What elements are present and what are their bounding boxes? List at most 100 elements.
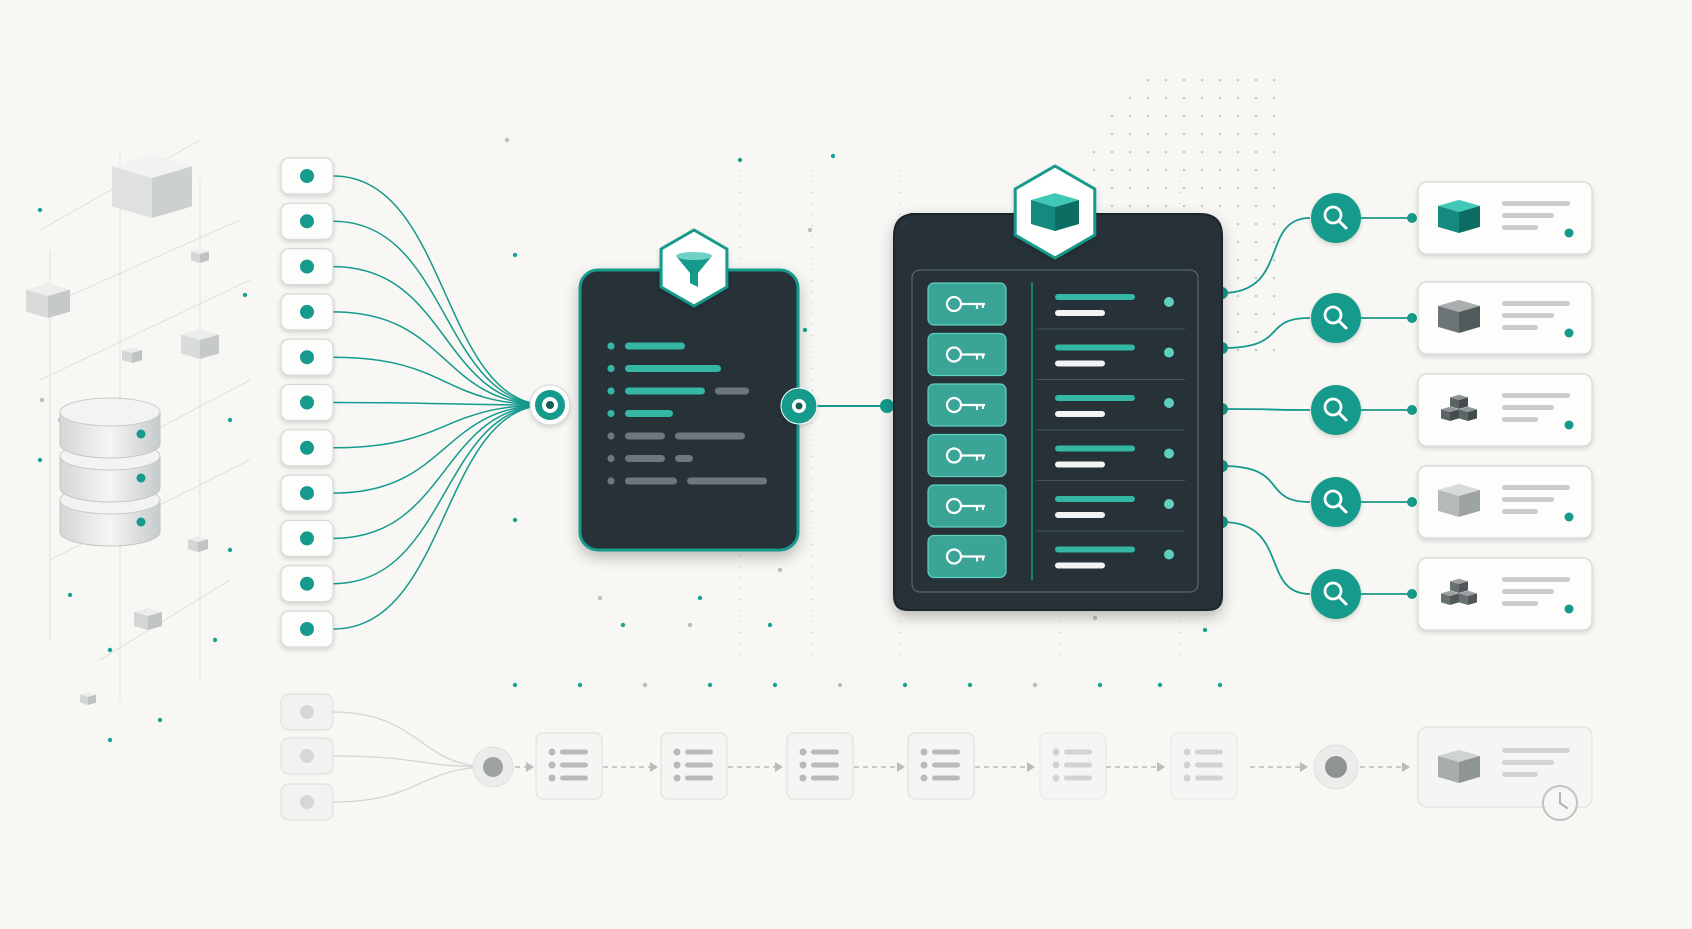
index-value-bar <box>1055 562 1105 569</box>
filter-row <box>607 432 745 440</box>
connector-node <box>880 399 894 413</box>
connector-node <box>1407 405 1417 415</box>
grid-dot <box>1236 348 1240 352</box>
grid-dot <box>1182 150 1186 154</box>
grid-dot <box>1164 168 1168 172</box>
grid-dot <box>1254 96 1258 100</box>
index-row <box>927 433 1185 481</box>
index-status-dot <box>1164 398 1174 408</box>
filter-row-bullet <box>607 432 615 440</box>
grid-dot <box>1236 276 1240 280</box>
grid-dot <box>1182 78 1186 82</box>
scatter-dot <box>107 737 113 743</box>
grid-dot <box>1218 204 1222 208</box>
grid-dot <box>1272 312 1276 316</box>
result-text-bar <box>1502 601 1538 606</box>
grid-dot <box>1218 96 1222 100</box>
filter-row <box>607 364 721 373</box>
ghost-input-dot <box>300 795 314 809</box>
scatter-dot <box>902 682 908 688</box>
filter-row-bullet <box>607 387 615 395</box>
filter-row-bullet <box>607 409 615 418</box>
index-value-bar <box>1055 546 1135 553</box>
input-dot <box>300 576 314 591</box>
input-connector <box>332 265 549 406</box>
result-text-bar <box>1502 509 1538 514</box>
grid-dot <box>1236 150 1240 154</box>
ghost-arrow-head <box>1027 762 1035 772</box>
scatter-dot <box>1092 615 1098 621</box>
ghost-list-card <box>907 732 975 800</box>
connector-node <box>1407 497 1417 507</box>
grid-dot <box>1200 96 1204 100</box>
scatter-dot <box>512 252 518 258</box>
grid-dot <box>1110 186 1114 190</box>
ghost-arrow-head <box>650 762 658 772</box>
scatter-dot <box>1097 682 1103 688</box>
filter-row-bullet <box>607 342 615 350</box>
grid-dot <box>1200 132 1204 136</box>
grid-dot <box>1164 96 1168 100</box>
result-text-bar <box>1502 201 1570 206</box>
input-dot <box>300 622 314 636</box>
input-dot <box>300 304 314 319</box>
grid-dot <box>1254 204 1258 208</box>
ghost-search-core <box>1325 756 1347 778</box>
cube-icon <box>1438 299 1480 333</box>
grid-dot <box>1128 132 1132 136</box>
ghost-merge-core <box>483 757 503 777</box>
index-row <box>927 534 1174 579</box>
database-led <box>136 517 146 527</box>
scatter-dot <box>707 682 713 688</box>
grid-dot <box>1218 150 1222 154</box>
index-value-bar <box>1055 294 1135 300</box>
ghost-connector <box>332 766 491 803</box>
result-text-bar <box>1502 225 1538 230</box>
grid-dot <box>1254 348 1258 352</box>
scatter-dot <box>512 682 518 688</box>
grid-dot <box>1272 78 1276 82</box>
scatter-dot <box>597 595 603 601</box>
grid-dot <box>1182 96 1186 100</box>
grid-dot <box>1200 204 1204 208</box>
scatter-dot <box>1157 682 1163 688</box>
stacked-cube-icon <box>1441 590 1459 605</box>
input-connector <box>332 356 549 406</box>
scatter-dot <box>37 207 43 213</box>
grid-dot <box>1254 222 1258 226</box>
connector-node <box>1407 589 1417 599</box>
grid-dot <box>1092 168 1096 172</box>
search-node <box>1311 477 1361 527</box>
grid-dot <box>1164 78 1168 82</box>
grid-dot <box>1236 168 1240 172</box>
stacked-cube-icon <box>1441 406 1459 421</box>
scatter-dot <box>512 517 518 523</box>
magnifier-icon <box>1323 205 1348 230</box>
result-status-dot <box>1564 420 1574 430</box>
cube-icon <box>1438 483 1480 517</box>
result-connector <box>1221 408 1311 411</box>
filter-output-core <box>795 402 803 410</box>
grid-dot <box>1272 258 1276 262</box>
grid-dot <box>1254 330 1258 334</box>
list-icon <box>673 748 713 782</box>
cube-icon <box>1438 199 1480 233</box>
ghost-arrow-head <box>1157 762 1165 772</box>
key-icon <box>945 447 985 464</box>
grid-dot <box>1146 114 1150 118</box>
grid-dot <box>1218 114 1222 118</box>
result-text-bar <box>1502 405 1554 410</box>
scatter-dot <box>212 637 218 643</box>
scatter-dot <box>227 547 233 553</box>
magnifier-icon <box>1323 305 1348 330</box>
filter-row <box>607 409 673 418</box>
grid-dot <box>1218 78 1222 82</box>
floating-cube-icon <box>122 347 142 363</box>
ghost-list-card <box>1039 732 1107 800</box>
database-disk-top <box>59 397 161 427</box>
database-led <box>136 429 146 439</box>
ghost-list-card <box>1170 732 1238 800</box>
grid-dot <box>1146 132 1150 136</box>
input-item <box>280 519 334 558</box>
ghost-text-bar <box>1502 760 1554 765</box>
